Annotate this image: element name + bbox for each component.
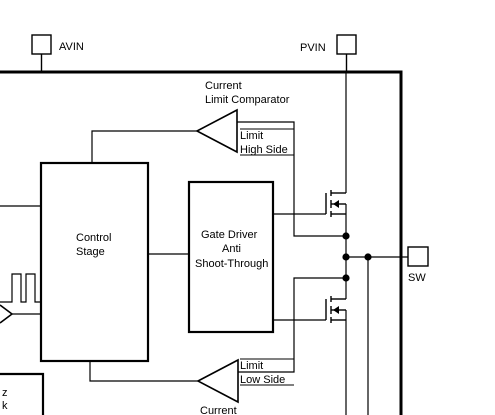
high-side-sense-wire [237, 121, 346, 237]
partial-block-label-1: z [2, 387, 8, 399]
avin-label: AVIN [59, 41, 84, 53]
gate-driver-block [187, 180, 275, 334]
low-side-sense-wire [237, 277, 346, 373]
limit-low-label-2: Low Side [240, 374, 285, 386]
wire-control-to-comparator-low [89, 361, 198, 382]
partial-block [0, 372, 45, 415]
gate-driver-label-1: Gate Driver [201, 229, 258, 241]
comparator-low-side [196, 358, 239, 404]
high-side-mosfet [325, 190, 346, 217]
comparator-top-title-2: Limit Comparator [205, 94, 290, 106]
junction-dot [342, 253, 350, 261]
comparator-high-side [195, 108, 238, 154]
ic-outline [0, 70, 403, 415]
control-stage-block [39, 161, 150, 363]
gate-driver-label-3: Shoot-Through [195, 258, 268, 270]
limit-high-label-2: High Side [240, 144, 288, 156]
junction-dot [342, 232, 350, 240]
sw-pin [407, 246, 429, 267]
control-stage-label-2: Stage [76, 246, 105, 258]
limit-low-label-1: Limit [240, 360, 263, 372]
control-stage-label-1: Control [76, 232, 111, 244]
comparator-top-title-1: Current [205, 80, 242, 92]
partial-block-label-2: k [2, 400, 8, 412]
comparator-bottom-title-1: Current [200, 405, 237, 415]
pvin-pin [336, 34, 357, 55]
junction-dot [364, 253, 372, 261]
avin-pin [31, 34, 52, 55]
sw-label: SW [408, 272, 426, 284]
pvin-label: PVIN [300, 42, 326, 54]
oscillator-waveform [0, 273, 41, 303]
gate-driver-label-2: Anti [222, 243, 241, 255]
oscillator-output-triangle [0, 304, 14, 324]
limit-high-label-1: Limit [240, 130, 263, 142]
low-side-mosfet [325, 296, 346, 323]
wire-control-to-comparator-high [91, 130, 197, 163]
